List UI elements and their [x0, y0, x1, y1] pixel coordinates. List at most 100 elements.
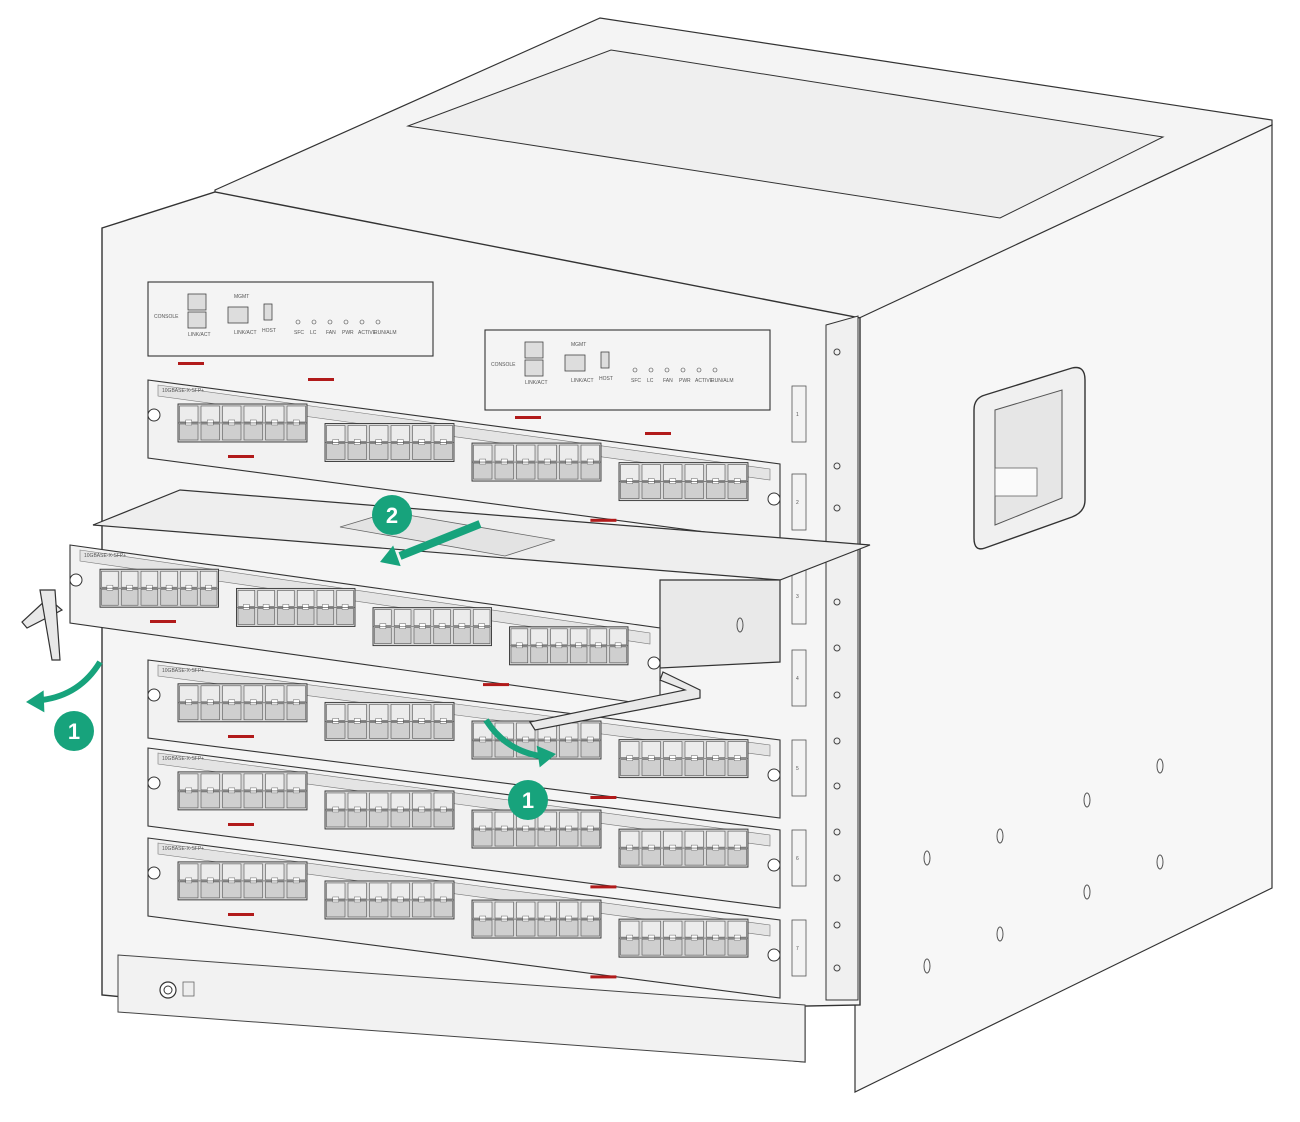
port-latch — [648, 844, 655, 851]
sfp-port — [473, 444, 493, 462]
sfp-port — [222, 791, 242, 809]
sfp-port — [641, 848, 661, 866]
ejector-lever-right-open — [529, 671, 701, 731]
port-latch — [669, 478, 676, 484]
line-card-1: 10GBASE-X-SFP+ — [147, 379, 781, 543]
port-latch — [397, 896, 404, 903]
port-latch — [375, 806, 382, 813]
port-latch — [250, 787, 257, 794]
arrowhead-left-icon — [26, 690, 45, 713]
led-indicator — [680, 367, 686, 373]
sfp-port-block — [618, 828, 749, 868]
sfp-port — [727, 920, 747, 938]
sfp-port — [265, 863, 285, 881]
slot-number: 5 — [796, 766, 799, 772]
sfp-port — [684, 848, 704, 866]
sfp-port — [684, 741, 704, 758]
sfp-port — [706, 830, 726, 848]
step-1-left: 1 — [54, 711, 94, 751]
status-marker — [590, 518, 617, 522]
sfp-port — [265, 703, 285, 721]
sfp-port — [453, 627, 471, 644]
slot-tab-frame — [791, 473, 807, 531]
port-latch — [207, 877, 214, 884]
sfp-port — [663, 938, 683, 956]
port-latch — [516, 642, 523, 649]
sfp-port — [433, 609, 451, 626]
sfp-port — [326, 900, 346, 918]
port-latch — [440, 439, 447, 445]
sfp-port — [569, 646, 588, 664]
sfp-port — [620, 464, 640, 481]
port-latch — [648, 755, 655, 761]
console-label: CONSOLE — [491, 362, 516, 368]
sfp-port — [433, 627, 451, 644]
port-latch — [626, 934, 633, 941]
sfp-port — [316, 590, 335, 607]
sfp-port — [200, 405, 220, 423]
port-latch — [501, 915, 508, 922]
port-latch — [522, 458, 529, 465]
sfp-port-block — [618, 462, 749, 502]
sfp-port — [473, 919, 493, 937]
sfp-port — [580, 829, 600, 847]
sfp-port — [179, 685, 199, 703]
sfp-port — [257, 590, 275, 607]
sfp-port — [222, 863, 242, 881]
port-latch — [354, 439, 361, 445]
sfp-port — [265, 881, 285, 899]
sfp-port — [580, 444, 600, 462]
status-marker — [178, 362, 204, 365]
port-latch — [250, 877, 257, 884]
sfp-port — [237, 590, 256, 607]
sfp-port — [494, 444, 514, 462]
sfp-port — [326, 722, 346, 739]
status-marker — [483, 683, 509, 687]
port-latch — [440, 806, 447, 813]
sfp-port — [222, 423, 242, 441]
mgmt-label: MGMT — [234, 294, 249, 300]
step-2: 2 — [372, 495, 412, 535]
sfp-port-block — [324, 423, 455, 462]
sfp-port-block — [324, 880, 455, 920]
sfp-port — [569, 628, 588, 646]
captive-screw-icon — [147, 688, 161, 702]
sfp-port — [413, 627, 432, 644]
sfp-port-block — [99, 568, 219, 608]
card-model-label: 10GBASE-X-SFP+ — [162, 668, 204, 674]
sfp-port — [120, 570, 139, 588]
sfp-port — [180, 570, 198, 588]
sfp-port — [199, 570, 218, 588]
sfp-port — [326, 792, 346, 810]
captive-screw-icon — [767, 858, 781, 872]
sfp-port — [179, 791, 199, 809]
sfp-port — [393, 609, 412, 626]
chassis-top-recess — [406, 49, 1165, 219]
sfp-port — [537, 919, 557, 937]
card-model-label: 10GBASE-X-SFP+ — [84, 553, 126, 559]
port-latch — [626, 755, 633, 761]
line-card-4: 10GBASE-X-SFP+ — [147, 837, 781, 999]
sfp-port — [550, 646, 568, 664]
sfp-port — [222, 703, 242, 721]
sfp-port — [265, 423, 285, 441]
usb-port — [600, 351, 610, 369]
captive-screw-icon — [147, 776, 161, 790]
port-latch — [106, 584, 114, 591]
sfp-port — [243, 423, 263, 441]
sfp-port — [663, 848, 683, 866]
port-latch — [262, 604, 270, 610]
sfp-port — [286, 685, 306, 703]
sfp-port — [580, 901, 600, 919]
sfp-port — [277, 590, 295, 607]
sfp-port — [200, 863, 220, 881]
sfp-port — [374, 627, 392, 644]
sfp-port — [641, 482, 661, 499]
sfp-port — [620, 759, 640, 776]
sfp-port — [516, 901, 536, 919]
sfp-port — [347, 810, 367, 828]
sfp-port — [663, 741, 683, 758]
esd-label-icon — [182, 981, 195, 997]
